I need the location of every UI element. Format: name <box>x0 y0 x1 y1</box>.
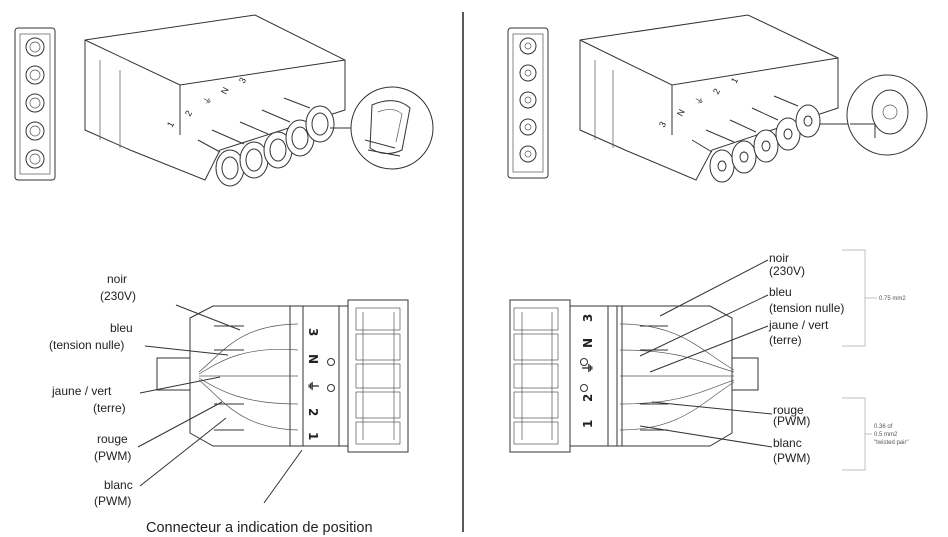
iso-mark-1: 1 <box>165 120 176 129</box>
right-iso-mark-earth: ⏚ <box>693 94 706 107</box>
left-iso-connector: 1 2 ⏚ N 3 <box>84 14 352 187</box>
right-pin-2-label: 2 <box>581 394 595 402</box>
right-connector-plan <box>509 249 877 471</box>
iso-mark-earth: ⏚ <box>201 94 214 107</box>
left-pin-1-label: 1 <box>306 432 320 440</box>
left-connector-plan <box>137 299 409 504</box>
right-pin-1-label: 1 <box>581 420 595 428</box>
right-label-jaune-vert: jaune / vert <box>768 318 829 332</box>
right-iso-connector: 3 N ⏚ 2 1 <box>579 14 850 183</box>
left-pin-n-label: N <box>306 354 320 364</box>
left-label-pwm-2: (PWM) <box>94 494 131 508</box>
right-label-terre: (terre) <box>769 333 802 347</box>
left-label-blanc: blanc <box>104 478 133 492</box>
right-iso-mark-1: 1 <box>729 76 740 85</box>
right-note-top: 0.75 mm2 <box>879 296 906 302</box>
right-label-noir: noir <box>769 251 789 265</box>
right-label-rouge: rouge <box>773 403 804 417</box>
iso-mark-3: 3 <box>237 76 248 85</box>
right-note-bottom-3: "twisted pair" <box>874 440 909 446</box>
left-front-view <box>14 27 56 181</box>
right-zoom-detail <box>846 74 928 156</box>
left-pin-3-label: 3 <box>306 328 320 336</box>
right-label-230v: (230V) <box>769 264 805 278</box>
iso-mark-2: 2 <box>183 109 194 118</box>
left-label-230v: (230V) <box>100 289 136 303</box>
right-pin-earth-label: ⏚ <box>581 362 595 374</box>
right-note-bottom-2: 0.5 mm2 <box>874 432 898 438</box>
right-note-bottom-1: 0.36 of <box>874 424 893 430</box>
left-label-noir: noir <box>107 272 127 286</box>
right-pin-n-label: N <box>581 338 595 348</box>
left-pin-earth-label: ⏚ <box>306 380 320 392</box>
left-label-terre: (terre) <box>93 401 126 415</box>
right-label-blanc: blanc <box>773 436 802 450</box>
left-caption: Connecteur a indication de position <box>146 520 373 536</box>
right-iso-mark-n: N <box>675 108 687 118</box>
left-zoom-detail <box>350 86 434 170</box>
left-pin-2-label: 2 <box>306 408 320 416</box>
right-label-bleu: bleu <box>769 285 792 299</box>
right-label-pwm-1: (PWM) <box>773 414 810 428</box>
right-iso-mark-2: 2 <box>711 87 722 96</box>
right-front-view <box>507 27 549 179</box>
right-pin-3-label: 3 <box>581 314 595 322</box>
right-label-pwm-2: (PWM) <box>773 451 810 465</box>
right-label-tension-nulle: (tension nulle) <box>769 301 844 315</box>
left-label-jaune-vert: jaune / vert <box>51 384 112 398</box>
left-label-rouge: rouge <box>97 432 128 446</box>
left-label-bleu: bleu <box>110 321 133 335</box>
left-label-tension-nulle: (tension nulle) <box>49 338 124 352</box>
iso-mark-n: N <box>219 86 231 96</box>
right-iso-mark-3: 3 <box>657 120 668 129</box>
left-label-pwm-1: (PWM) <box>94 449 131 463</box>
